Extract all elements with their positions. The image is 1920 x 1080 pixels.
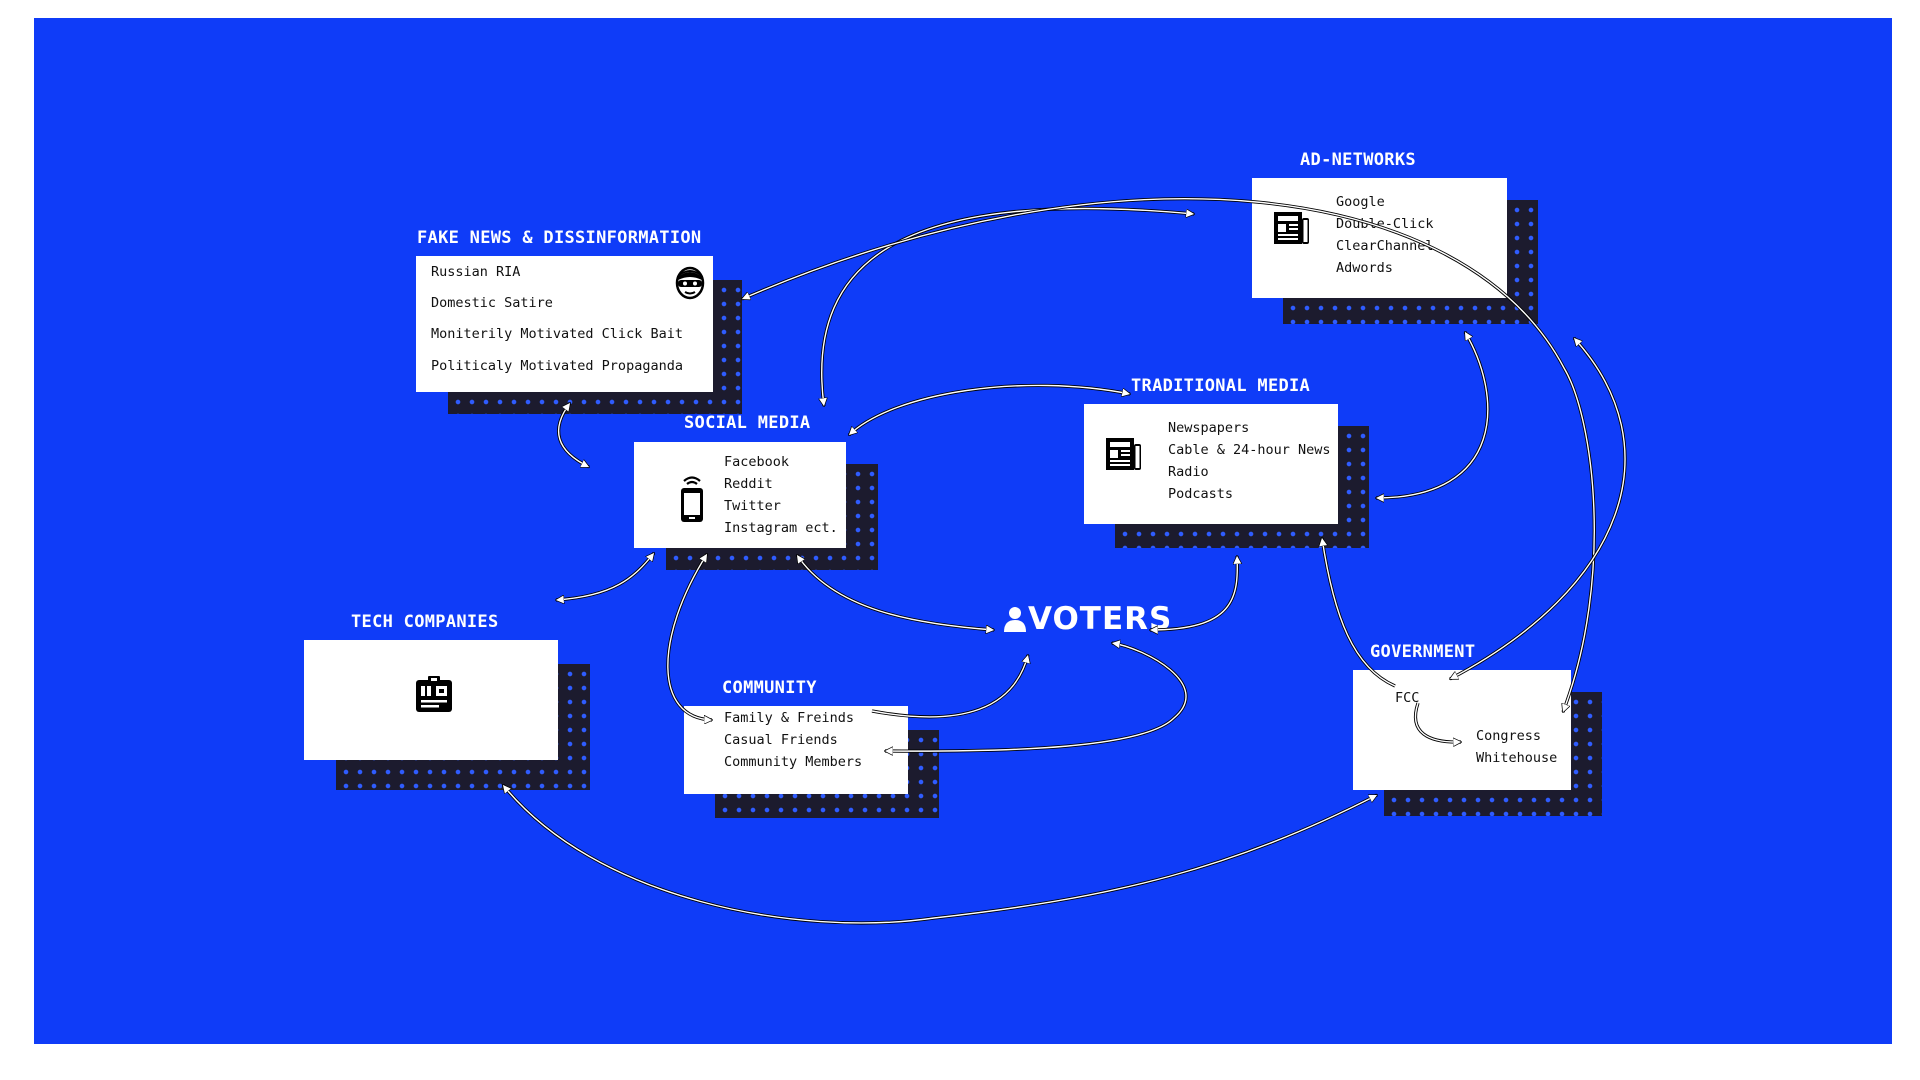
list-item: Russian RIA bbox=[431, 264, 521, 280]
edge-social-adnetworks bbox=[822, 207, 1194, 406]
connector-arrows bbox=[501, 197, 1627, 925]
edge-social-voters-outline bbox=[795, 554, 995, 632]
tech-companies-card bbox=[304, 640, 558, 760]
edge-traditional-government-outline bbox=[1320, 537, 1396, 688]
list-item: Google bbox=[1336, 194, 1385, 210]
edge-social-tech-outline bbox=[555, 552, 656, 602]
ad-networks-card: Google Double-Click ClearChannel Adwords bbox=[1252, 178, 1507, 298]
list-item: Casual Friends bbox=[724, 732, 838, 748]
newspaper-icon bbox=[1274, 212, 1309, 244]
list-item: Politicaly Motivated Propaganda bbox=[431, 358, 683, 374]
edge-fakenews-government bbox=[742, 198, 1595, 712]
list-item: Domestic Satire bbox=[431, 295, 553, 311]
edge-social-voters bbox=[797, 555, 994, 630]
edge-social-community bbox=[667, 554, 712, 720]
edge-government-adnetworks bbox=[1450, 338, 1626, 679]
edge-fcc-congress-outline bbox=[1413, 702, 1462, 744]
ad-networks-title: AD-NETWORKS bbox=[1300, 150, 1416, 170]
edge-tech-government-outline bbox=[501, 783, 1378, 925]
fake-news-list: Russian RIA Domestic Satire Moniterily M… bbox=[431, 264, 683, 374]
list-item: Community Members bbox=[724, 754, 863, 770]
smartphone-icon bbox=[681, 476, 703, 522]
edge-traditional-adnetworks bbox=[1376, 332, 1489, 498]
community-card: Family & Freinds Casual Friends Communit… bbox=[684, 706, 908, 794]
edge-fakenews-government-outline bbox=[741, 197, 1596, 713]
list-item: Congress bbox=[1476, 728, 1542, 744]
masked-face-icon bbox=[675, 266, 705, 300]
edge-community-voters-outline bbox=[871, 654, 1030, 719]
list-item: Adwords bbox=[1336, 260, 1393, 276]
edge-traditional-government bbox=[1322, 538, 1396, 687]
edge-community-voters-back bbox=[885, 643, 1187, 751]
edge-government-adnetworks-outline bbox=[1449, 336, 1627, 681]
list-item: Moniterily Motivated Click Bait bbox=[431, 326, 683, 342]
id-badge-icon bbox=[416, 676, 452, 712]
list-item: Whitehouse bbox=[1476, 750, 1558, 766]
diagram-canvas: FAKE NEWS & DISSINFORMATION Russian RIA … bbox=[34, 18, 1892, 1044]
tech-companies-title: TECH COMPANIES bbox=[351, 612, 499, 632]
edge-community-voters-back-outline bbox=[884, 641, 1188, 753]
fake-news-card: Russian RIA Domestic Satire Moniterily M… bbox=[416, 256, 713, 392]
edge-social-fakenews bbox=[557, 403, 589, 467]
edge-fcc-congress bbox=[1414, 702, 1461, 742]
edge-social-adnetworks-outline bbox=[820, 206, 1195, 407]
edge-voters-traditional-outline bbox=[1149, 555, 1239, 632]
edge-social-traditional bbox=[849, 384, 1130, 435]
community-list: Family & Freinds Casual Friends Communit… bbox=[724, 710, 862, 770]
edge-social-community-outline bbox=[666, 553, 713, 722]
list-item: ClearChannel bbox=[1336, 238, 1434, 254]
edge-social-tech bbox=[556, 553, 654, 600]
edge-voters-traditional bbox=[1150, 556, 1237, 630]
edge-tech-government bbox=[503, 785, 1377, 924]
fake-news-title: FAKE NEWS & DISSINFORMATION bbox=[417, 228, 702, 248]
edge-community-voters bbox=[871, 655, 1028, 718]
edge-traditional-adnetworks-outline bbox=[1375, 331, 1490, 500]
government-list: Congress Whitehouse bbox=[1476, 728, 1557, 766]
list-item: Family & Freinds bbox=[724, 710, 855, 726]
